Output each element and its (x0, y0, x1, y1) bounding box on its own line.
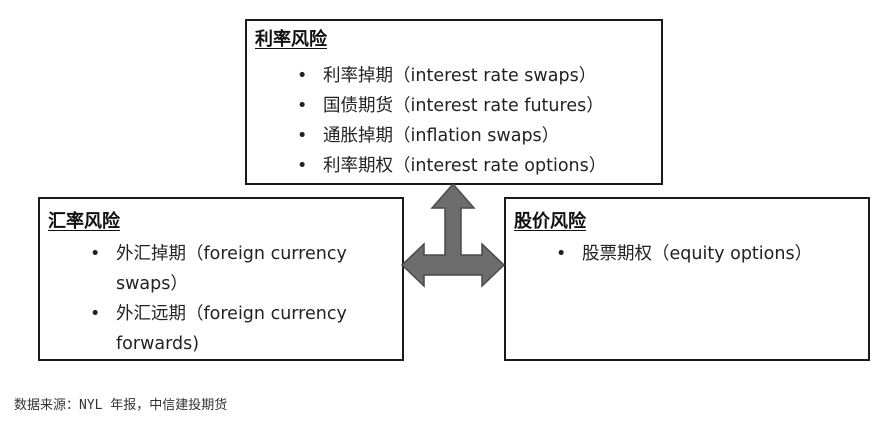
fx-instrument-list: 外汇掉期（foreign currency swaps） 外汇远期（foreig… (90, 239, 390, 359)
equity-instrument-list: 股票期权（equity options） (556, 239, 812, 269)
list-item: 股票期权（equity options） (556, 239, 812, 269)
interest-rate-risk-title: 利率风险 (255, 29, 327, 50)
connector-arrow (400, 182, 506, 288)
source-note: 数据来源：NYL 年报，中信建投期货 (14, 398, 228, 413)
list-item: 国债期货（interest rate futures） (297, 91, 606, 121)
fx-risk-title: 汇率风险 (48, 211, 120, 232)
list-item: 外汇远期（foreign currency forwards) (90, 299, 390, 359)
list-item: 利率期权（interest rate options） (297, 151, 606, 181)
interest-rate-instrument-list: 利率掉期（interest rate swaps） 国债期货（interest … (297, 61, 606, 181)
list-item: 通胀掉期（inflation swaps） (297, 121, 606, 151)
equity-risk-box: 股价风险 股票期权（equity options） (504, 197, 870, 361)
fx-risk-box: 汇率风险 外汇掉期（foreign currency swaps） 外汇远期（f… (38, 197, 404, 361)
three-way-arrow-icon (400, 182, 506, 288)
list-item: 利率掉期（interest rate swaps） (297, 61, 606, 91)
list-item: 外汇掉期（foreign currency swaps） (90, 239, 390, 299)
interest-rate-risk-box: 利率风险 利率掉期（interest rate swaps） 国债期货（inte… (245, 19, 663, 185)
equity-risk-title: 股价风险 (514, 211, 586, 232)
